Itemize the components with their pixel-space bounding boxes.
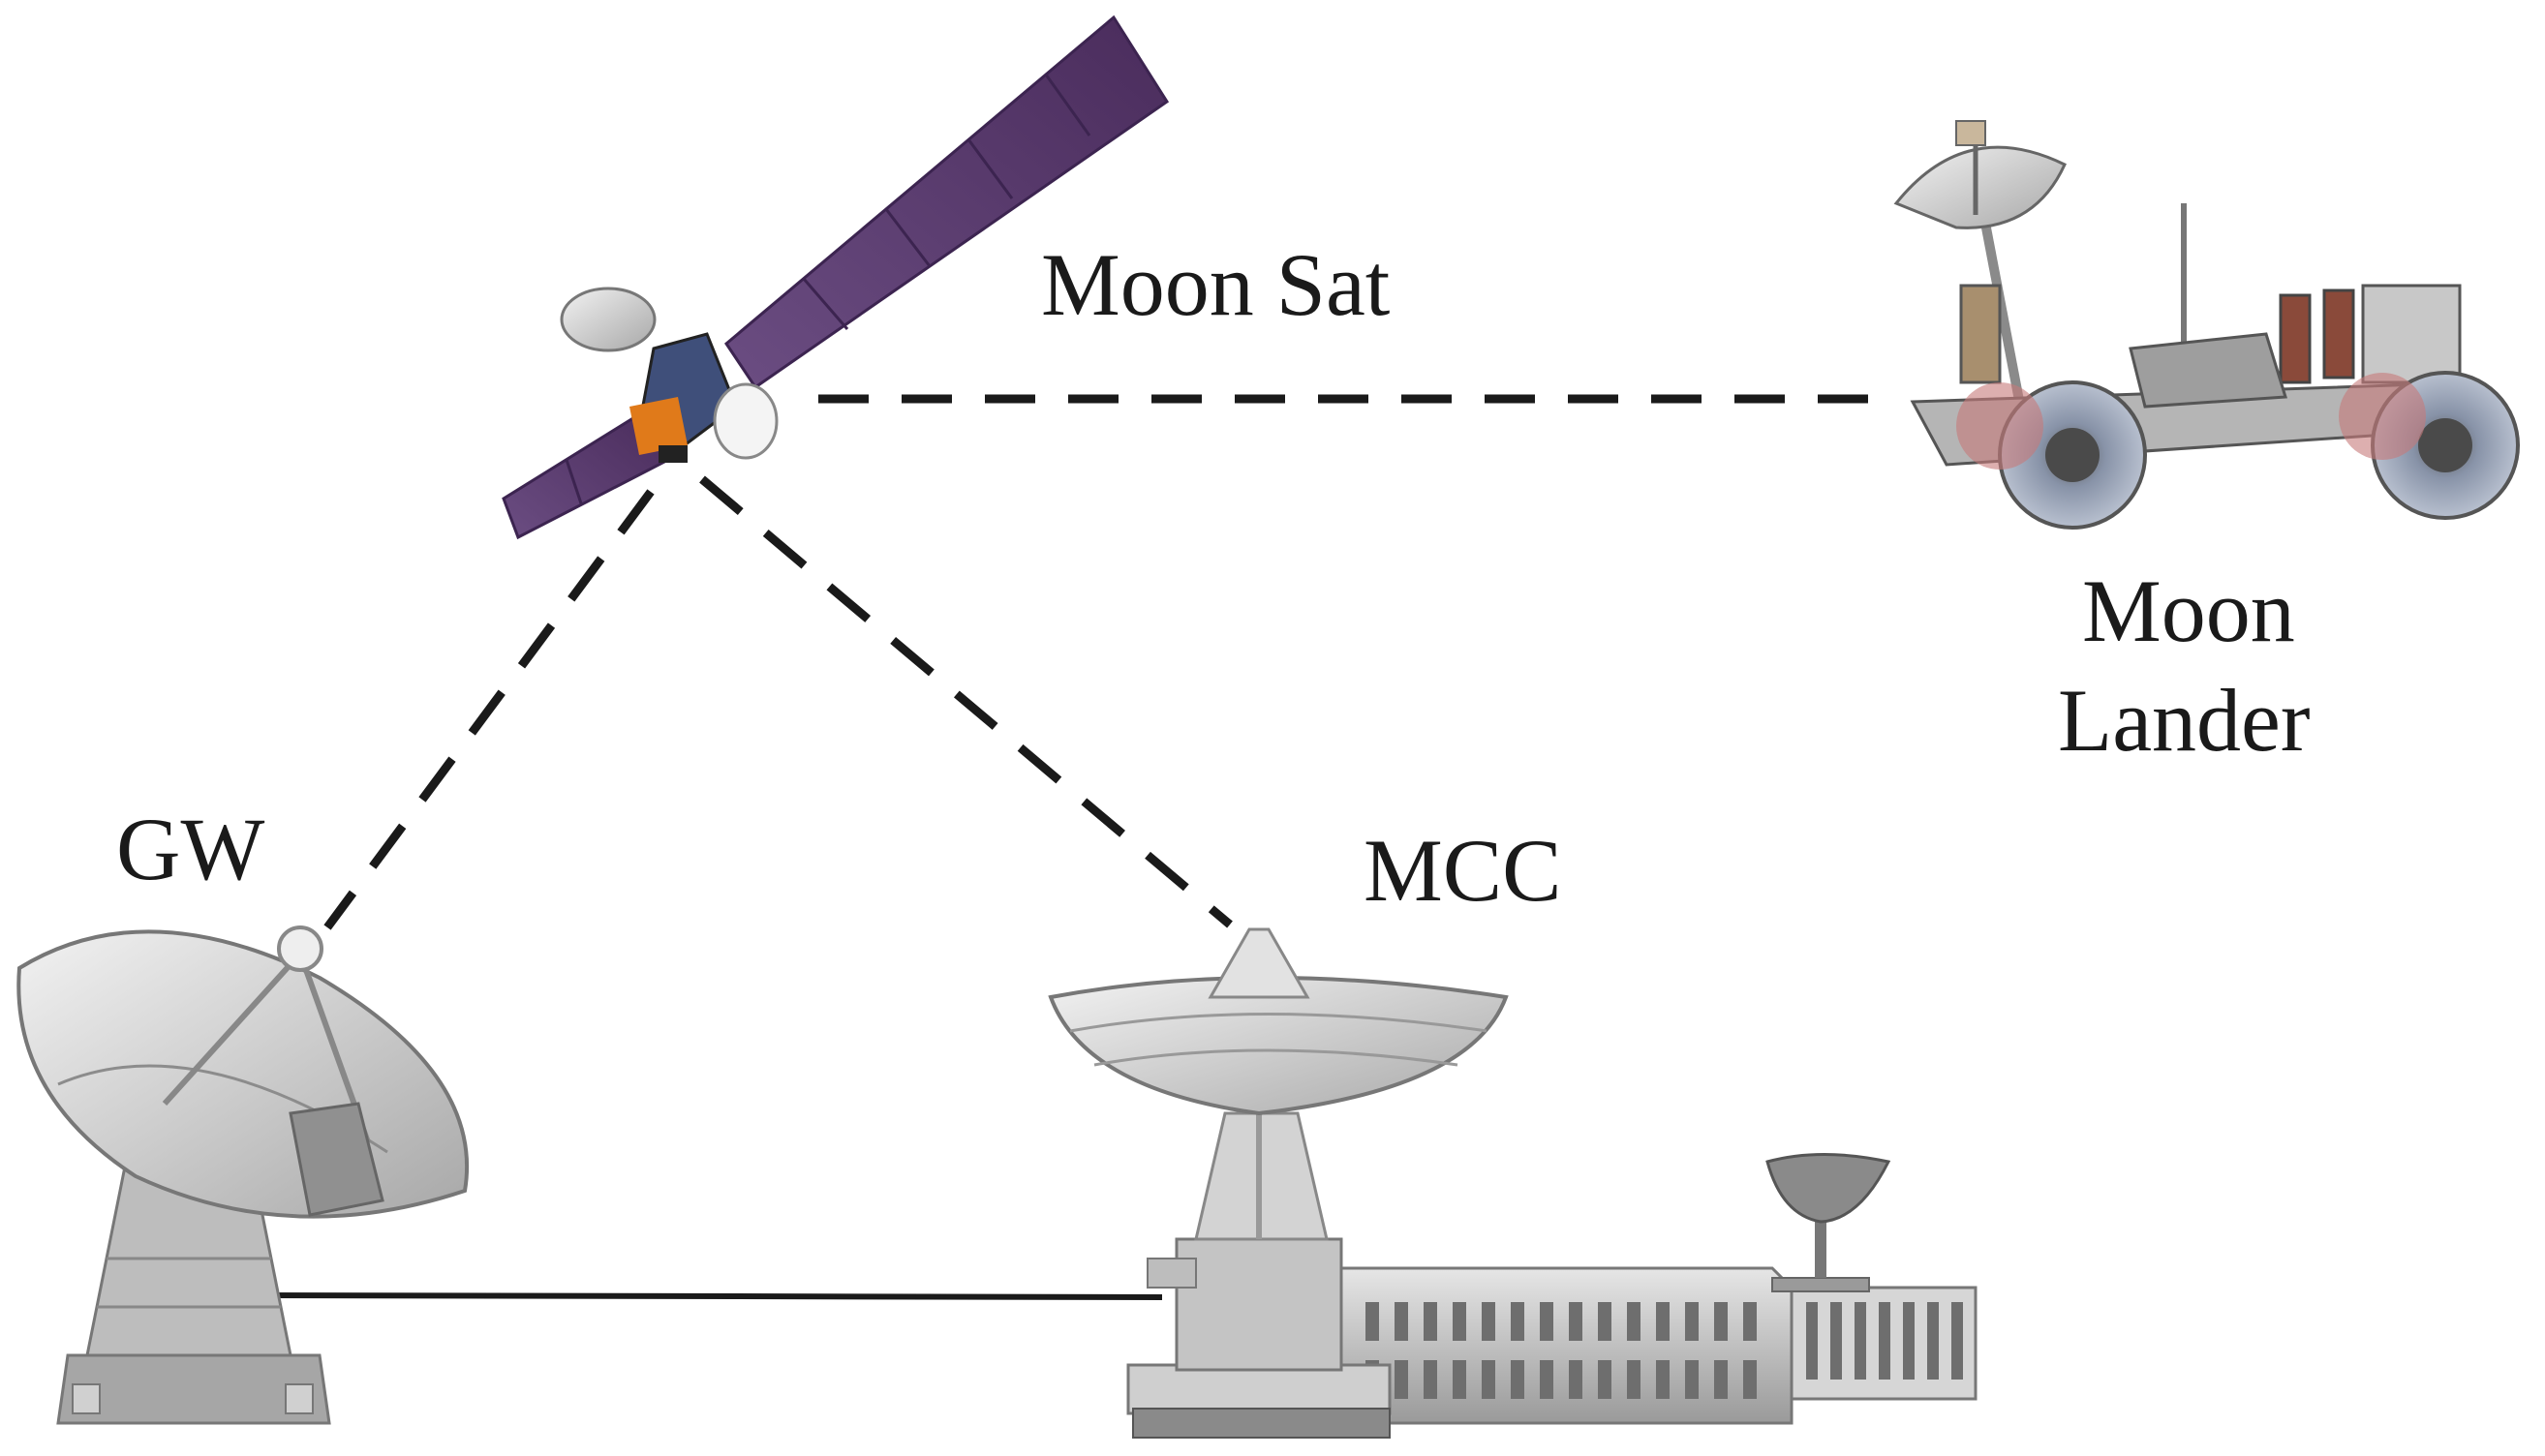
mcc-label: MCC [1364, 821, 1562, 920]
gateway-antenna-icon [16, 925, 470, 1425]
mission-control-icon [1048, 927, 1978, 1439]
moon-rover-icon [1893, 120, 2520, 530]
link-sat-gw [323, 489, 655, 930]
moon-sat-label: Moon Sat [1041, 235, 1391, 334]
gw-label: GW [116, 800, 264, 898]
link-sat-mcc [699, 475, 1233, 928]
link-gw-mcc [259, 1292, 1163, 1300]
moon-lander-label-line1: Moon [2082, 561, 2295, 660]
satellite-icon [502, 15, 1170, 540]
moon-lander-label-line2: Lander [2058, 671, 2311, 770]
links [259, 394, 1869, 1300]
